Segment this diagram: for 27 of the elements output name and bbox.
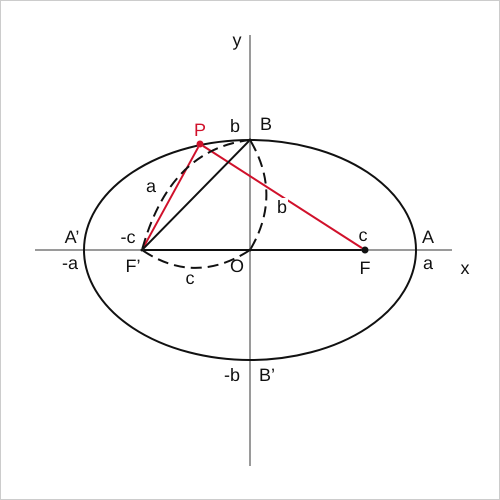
axis-value: -a — [62, 254, 78, 272]
line-segment — [144, 249, 362, 251]
point-dot — [140, 248, 144, 252]
vertex-label: A’ — [64, 228, 80, 246]
axis-value: c — [358, 226, 368, 244]
dashed-arc — [142, 250, 250, 269]
axis-value: b — [230, 117, 240, 135]
axis-value: -b — [224, 366, 240, 384]
point-label: O — [230, 257, 244, 275]
vertex-label: B’ — [259, 366, 275, 384]
vertex-label: A — [422, 228, 434, 246]
axis-label: y — [232, 31, 242, 49]
point-dot — [196, 140, 204, 148]
point-label: P — [194, 121, 206, 139]
point-dot — [248, 138, 252, 142]
dashed-arc — [250, 140, 268, 250]
segment-label: b — [276, 198, 288, 216]
axis-value: a — [423, 254, 433, 272]
point-label: F — [360, 259, 370, 277]
point-label: F’ — [126, 257, 140, 275]
point-dot — [362, 246, 368, 254]
line-segment — [142, 146, 200, 250]
axis-value: -c — [120, 228, 136, 246]
line-segment — [202, 145, 363, 249]
point-dot — [248, 248, 252, 252]
axis-label: x — [460, 259, 470, 277]
point-label: B — [260, 115, 272, 133]
